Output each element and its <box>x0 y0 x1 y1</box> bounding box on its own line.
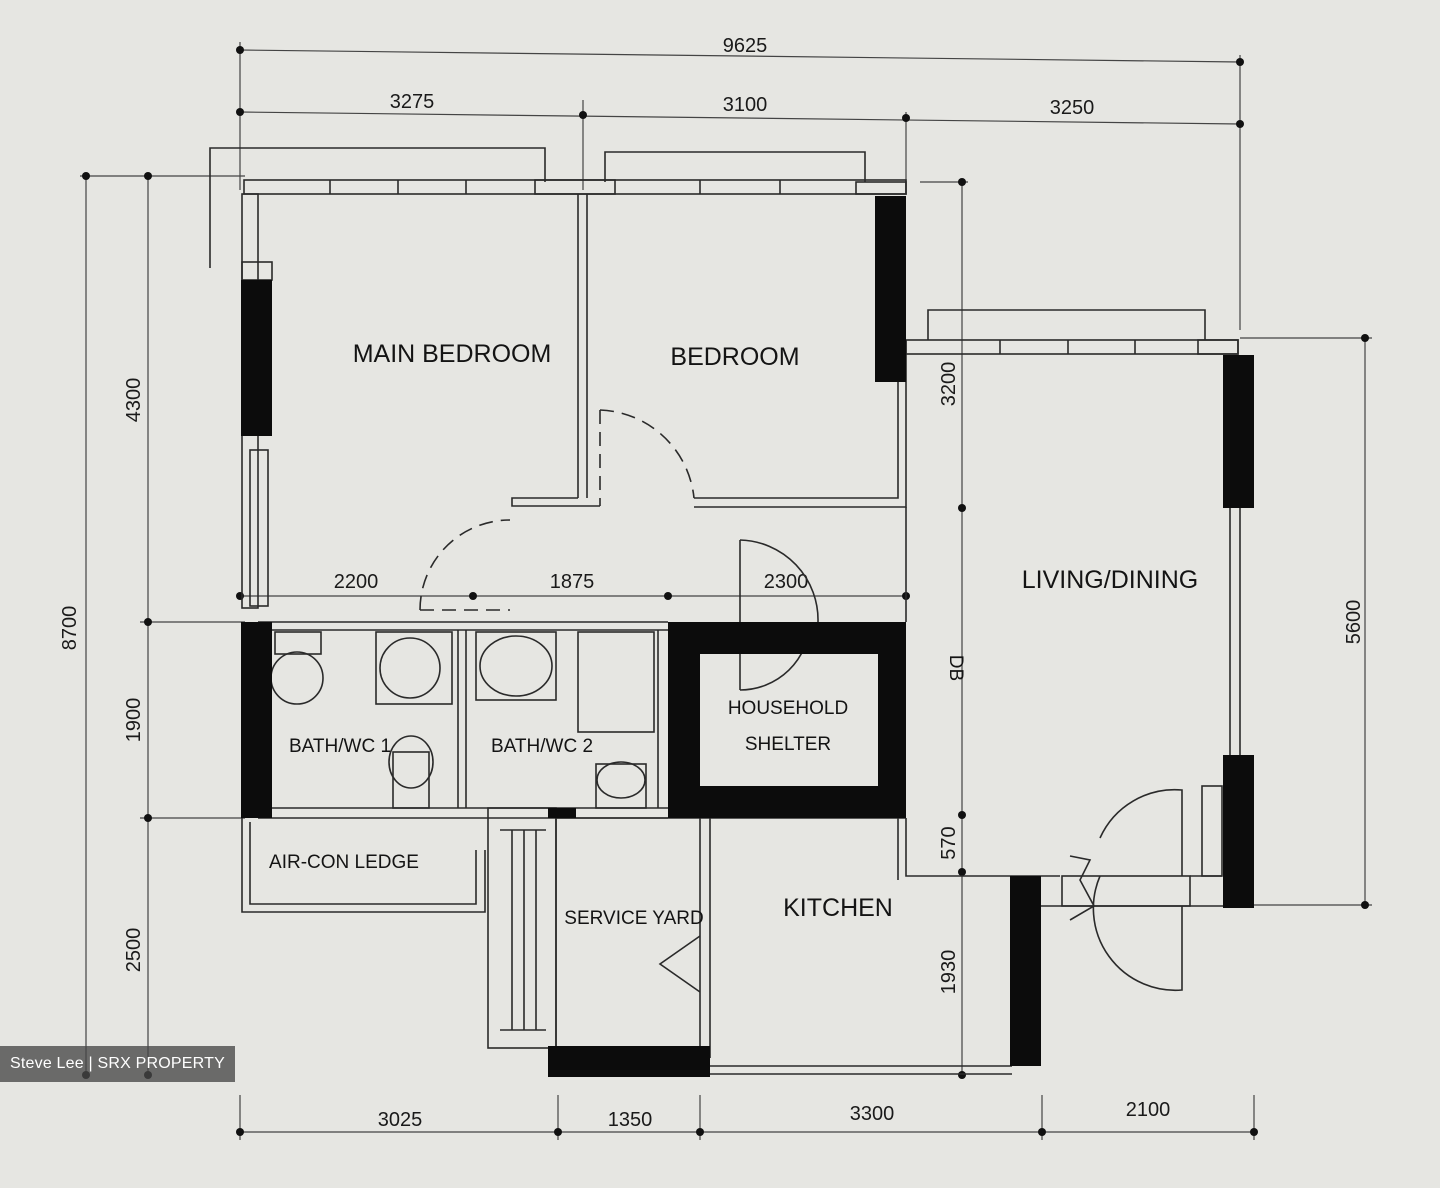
dim-bottom-a: 3025 <box>378 1109 423 1131</box>
dim-inner-a: 2200 <box>334 571 379 593</box>
dim-inner-b: 1875 <box>550 571 595 593</box>
dim-left-b: 1900 <box>123 698 145 743</box>
dimension-labels: 9625 3275 3100 3250 8700 4300 1900 2500 … <box>59 35 1365 1131</box>
room-air-con-ledge: AIR-CON LEDGE <box>269 852 419 873</box>
room-kitchen: KITCHEN <box>783 894 893 922</box>
room-labels: MAIN BEDROOM BEDROOM LIVING/DINING BATH/… <box>269 340 1198 929</box>
dim-left-a: 4300 <box>123 378 145 423</box>
dim-mid-a: 3200 <box>938 362 960 407</box>
room-service-yard: SERVICE YARD <box>564 908 703 929</box>
dim-inner-c: 2300 <box>764 571 809 593</box>
dim-overall-depth: 8700 <box>59 606 81 651</box>
walls <box>209 147 1241 1075</box>
room-household-shelter-bottom: SHELTER <box>745 734 831 755</box>
structural-walls <box>241 196 1254 1077</box>
dim-bottom-d: 2100 <box>1126 1099 1171 1121</box>
dim-top-b: 3100 <box>723 94 768 116</box>
watermark: Steve Lee | SRX PROPERTY <box>0 1046 235 1082</box>
dim-left-c: 2500 <box>123 928 145 973</box>
room-main-bedroom: MAIN BEDROOM <box>353 340 552 368</box>
dim-right-a: 5600 <box>1343 600 1365 645</box>
dim-top-a: 3275 <box>390 91 435 113</box>
dim-overall-width: 9625 <box>723 35 768 57</box>
room-living-dining: LIVING/DINING <box>1022 566 1198 594</box>
room-bath-wc-2: BATH/WC 2 <box>491 736 593 757</box>
dim-mid-c: 1930 <box>938 950 960 995</box>
room-household-shelter-top: HOUSEHOLD <box>728 698 848 719</box>
room-db-box: DB <box>945 655 966 681</box>
dim-top-c: 3250 <box>1050 97 1095 119</box>
dim-mid-b: 570 <box>938 826 960 859</box>
dimension-lines <box>80 42 1372 1140</box>
room-bath-wc-1: BATH/WC 1 <box>289 736 391 757</box>
room-bedroom: BEDROOM <box>670 343 799 371</box>
dim-bottom-b: 1350 <box>608 1109 653 1131</box>
dim-bottom-c: 3300 <box>850 1103 895 1125</box>
